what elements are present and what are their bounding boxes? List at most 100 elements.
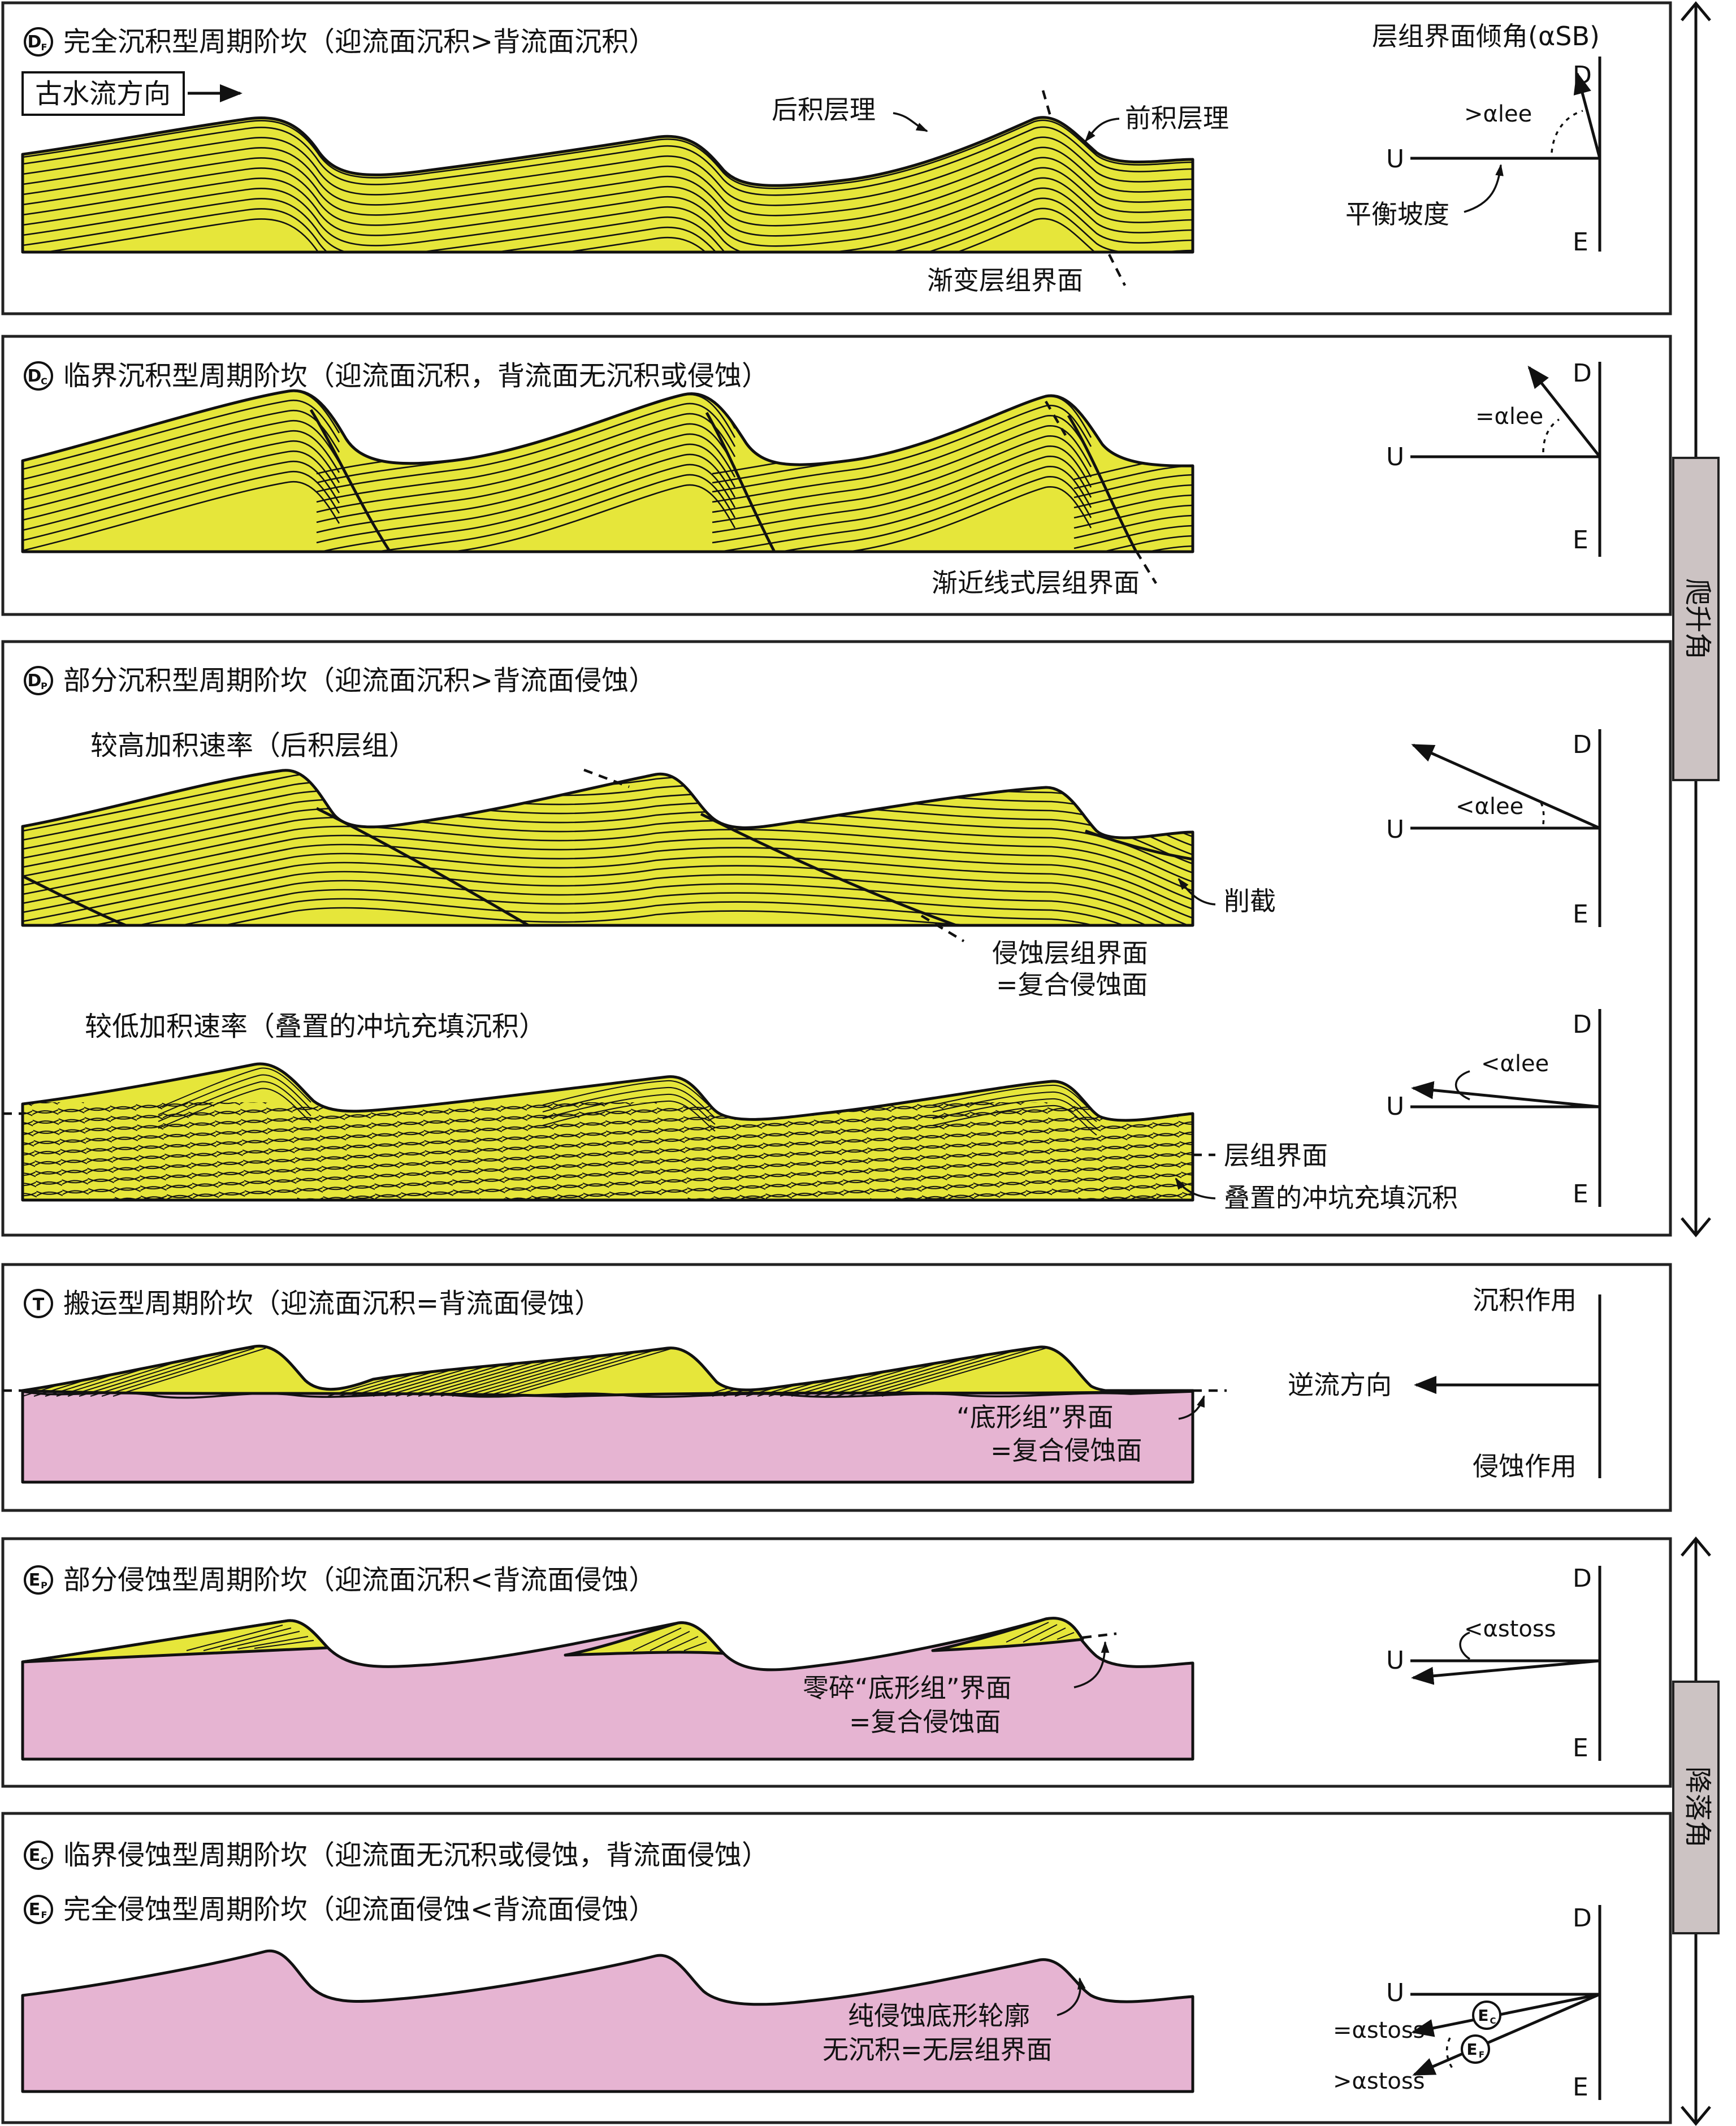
label-counterflow: 逆流方向: [1288, 1370, 1392, 1400]
axis-arrow-mid: [1681, 1217, 1711, 1237]
label-ep-1: 零碎“底形组”界面: [803, 1673, 1012, 1703]
dc-bedform-body: [21, 389, 1194, 553]
df-e-label: E: [1573, 228, 1588, 257]
panel-ec-ef: E C 临界侵蚀型周期阶坎（迎流面无沉积或侵蚀，背流面侵蚀） E F 完全侵蚀型…: [1, 1812, 1672, 2124]
panel-dp: D P 部分沉积型周期阶坎（迎流面沉积>背流面侵蚀） 较高加积速率（后积层组） …: [1, 640, 1672, 1237]
ep-angle-text: <αstoss: [1464, 1616, 1556, 1642]
label-bedset-2: =复合侵蚀面: [990, 1435, 1142, 1466]
ep-bedform-remnant-1: [21, 1619, 330, 1664]
panel-dp-title: 部分沉积型周期阶坎（迎流面沉积>背流面侵蚀）: [63, 665, 656, 696]
ef-eq-text: =αstoss: [1333, 2017, 1425, 2043]
dp-high-boundary-lower: [920, 915, 965, 942]
svg-text:E: E: [29, 1570, 41, 1590]
dc-angle-arc: [1542, 418, 1560, 453]
badge-dc: D C: [24, 361, 53, 391]
dp-high-angle-arrow: [1411, 743, 1601, 830]
svg-text:E: E: [1466, 2040, 1477, 2059]
dp-high-u-label: U: [1386, 815, 1404, 844]
df-set-boundary-lower: [1107, 253, 1127, 287]
dc-laminae: [23, 391, 1193, 552]
ep-pointer: [1073, 1640, 1110, 1688]
scour-fill-pointer: [1175, 1177, 1216, 1200]
svg-text:D: D: [28, 32, 42, 52]
flow-direction-box: [21, 71, 185, 116]
ef-e-label: E: [1573, 2073, 1588, 2102]
dp-low-laminae: [23, 1067, 1193, 1200]
panel-df: D F 完全沉积型周期阶坎（迎流面沉积>背流面沉积） 古水流方向 后积层理 前积…: [1, 1, 1672, 315]
ep-laminae: [186, 1622, 1075, 1651]
df-angle-arc: [1551, 110, 1583, 153]
dp-high-d-label: D: [1573, 730, 1592, 759]
dc-boundary-upper: [1045, 400, 1067, 436]
label-ef-2: 无沉积=无层组界面: [822, 2034, 1053, 2065]
ep-d-label: D: [1573, 1564, 1592, 1593]
axis-arrow-fall-top: [1681, 1536, 1711, 1557]
badge-ef: E F: [24, 1895, 53, 1924]
ef-pointer: [1057, 1977, 1086, 2016]
ef-ec-badge: E C: [1472, 2001, 1501, 2030]
label-truncation: 削截: [1224, 886, 1276, 916]
svg-text:E: E: [29, 1900, 41, 1920]
label-backset: 后积层理: [772, 94, 876, 125]
dp-low-e-label: E: [1573, 1180, 1588, 1209]
panel-dc-title: 临界沉积型周期阶坎（迎流面沉积，背流面无沉积或侵蚀）: [63, 360, 769, 392]
dc-angle-arrow: [1527, 365, 1601, 458]
panel-t: T 搬运型周期阶坎（迎流面沉积=背流面侵蚀） “底形组”界面 =复合侵蚀面 沉积…: [1, 1263, 1672, 1512]
svg-text:P: P: [41, 1580, 47, 1591]
panel-ec-title: 临界侵蚀型周期阶坎（迎流面无沉积或侵蚀，背流面侵蚀）: [63, 1839, 769, 1871]
truncation-pointer: [1177, 878, 1216, 906]
label-foreset: 前积层理: [1125, 103, 1229, 133]
bedset-pointer: [1178, 1395, 1205, 1420]
ep-bedform-remnant-3: [931, 1617, 1084, 1652]
fall-angle-label: 降落角: [1682, 1766, 1713, 1848]
svg-text:E: E: [1478, 2006, 1488, 2025]
climb-angle-box: [1672, 457, 1720, 781]
ef-d-label: D: [1573, 1904, 1592, 1933]
svg-text:D: D: [28, 366, 42, 386]
dp-low-u-label: U: [1386, 1092, 1404, 1121]
panel-dc: D C 临界沉积型周期阶坎（迎流面沉积，背流面无沉积或侵蚀） 渐近线式层组界面 …: [1, 335, 1672, 616]
foreset-pointer: [1084, 118, 1120, 142]
climb-fall-axis: 爬升角 降落角: [1672, 1, 1720, 2126]
dp-high-e-label: E: [1573, 900, 1588, 929]
panel-df-title: 完全沉积型周期阶坎（迎流面沉积>背流面沉积）: [63, 26, 656, 58]
label-set-boundary: 层组界面: [1224, 1140, 1328, 1171]
t-bedset-surface: [22, 1391, 1193, 1399]
label-ef-1: 纯侵蚀底形轮廓: [848, 2001, 1030, 2031]
svg-text:C: C: [41, 376, 47, 387]
svg-text:F: F: [41, 1909, 47, 1920]
svg-text:P: P: [41, 681, 47, 691]
ef-substrate: [21, 1949, 1194, 2093]
axis-arrow-top: [1681, 1, 1711, 21]
badge-df: D F: [24, 27, 53, 57]
df-set-boundary-upper: [1041, 90, 1052, 116]
label-erosional-set-1: 侵蚀层组界面: [992, 938, 1148, 968]
badge-dp: D P: [24, 666, 53, 695]
label-gradational-surface: 渐变层组界面: [927, 265, 1083, 296]
panel-ep-title: 部分侵蚀型周期阶坎（迎流面沉积<背流面侵蚀）: [63, 1564, 656, 1596]
dc-angle-text: =αlee: [1475, 404, 1543, 430]
ep-e-label: E: [1573, 1734, 1588, 1763]
panel-ef-title: 完全侵蚀型周期阶坎（迎流面侵蚀<背流面侵蚀）: [63, 1894, 656, 1925]
panel-t-title: 搬运型周期阶坎（迎流面沉积=背流面侵蚀）: [63, 1288, 601, 1319]
panel-ep: E P 部分侵蚀型周期阶坎（迎流面沉积<背流面侵蚀） 零碎“底形组”界面 =复合…: [1, 1537, 1672, 1788]
dp-low-angle-pointer: [1454, 1070, 1470, 1101]
dc-d-label: D: [1573, 359, 1592, 388]
backset-pointer: [893, 112, 928, 132]
label-bedset-1: “底形组”界面: [956, 1402, 1114, 1432]
ep-bedform-remnant-2: [564, 1621, 725, 1657]
svg-text:D: D: [28, 671, 42, 691]
dp-high-subtitle: 较高加积速率（后积层组）: [90, 730, 416, 761]
svg-text:F: F: [1479, 2050, 1484, 2060]
ef-angle-arc: [1445, 2037, 1454, 2069]
dp-high-angle-text: <αlee: [1456, 794, 1523, 820]
ef-ef-badge: E F: [1461, 2034, 1490, 2064]
svg-text:F: F: [41, 42, 47, 53]
t-laminae: [23, 1348, 1046, 1397]
ep-angle-pointer: [1459, 1631, 1471, 1660]
dc-boundary-lower: [1135, 550, 1157, 584]
label-erosion: 侵蚀作用: [1473, 1451, 1577, 1482]
dp-high-boundary-upper: [583, 768, 630, 789]
df-angle-arrow: [1573, 71, 1601, 159]
